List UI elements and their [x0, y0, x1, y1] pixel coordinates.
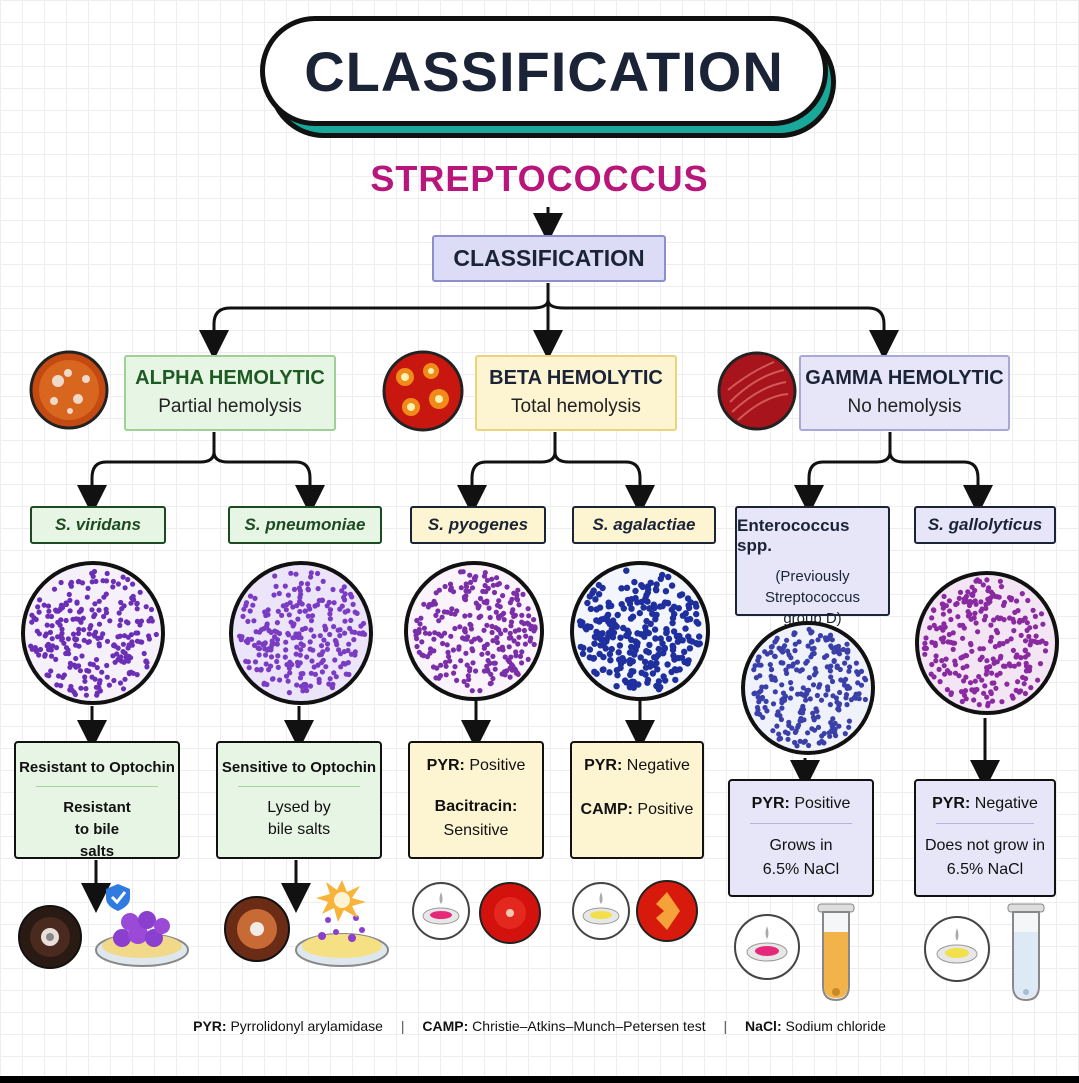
legend-abbr: NaCl: — [745, 1018, 782, 1034]
pyr-test-positive-icon — [412, 882, 470, 940]
separator — [36, 786, 158, 787]
optochin-zone-plate-icon — [224, 896, 290, 962]
legend-abbr: CAMP: — [422, 1018, 469, 1034]
category-gamma-hemolytic: GAMMA HEMOLYTIC No hemolysis — [799, 355, 1010, 431]
test-value: Negative — [974, 795, 1038, 812]
species-name: Enterococcus spp. — [737, 516, 850, 555]
micro-s-gallolyticus — [915, 571, 1059, 715]
nacl-tube-no-growth-icon — [1007, 903, 1045, 1002]
test-key: Bacitracin: — [434, 798, 518, 815]
petri-dish-lysed-icon — [295, 880, 389, 967]
category-name: BETA HEMOLYTIC — [489, 367, 663, 389]
optochin-disc-plate-icon — [18, 905, 82, 969]
test-box-s-pyogenes: PYR: Positive Bacitracin: Sensitive — [408, 741, 544, 859]
micro-s-pyogenes — [404, 561, 544, 701]
category-description: No hemolysis — [847, 396, 962, 417]
test-box-s-gallolyticus: PYR: Negative Does not grow in 6.5% NaCl — [914, 779, 1056, 897]
legend-abbr: PYR: — [193, 1018, 227, 1034]
legend-text: Pyrrolidonyl arylamidase — [230, 1018, 383, 1034]
separator — [238, 786, 360, 787]
bacitracin-plate-icon — [479, 882, 541, 944]
category-name: ALPHA HEMOLYTIC — [135, 367, 325, 389]
test-box-s-agalactiae: PYR: Negative CAMP: Positive — [570, 741, 704, 859]
test-box-s-pneumoniae: Sensitive to Optochin Lysed by bile salt… — [216, 741, 382, 859]
test-line1: Resistant to Optochin — [19, 759, 175, 776]
test-line1: Sensitive to Optochin — [221, 759, 377, 776]
test-box-enterococcus: PYR: Positive Grows in 6.5% NaCl — [728, 779, 874, 897]
test-line2: Resistant to bile salts — [63, 799, 131, 860]
alpha-agar-plate-icon — [29, 350, 109, 430]
pyr-test-negative-icon — [572, 882, 630, 940]
legend-text: Christie–Atkins–Munch–Petersen test — [472, 1018, 706, 1034]
micro-enterococcus — [741, 621, 875, 755]
category-beta-hemolytic: BETA HEMOLYTIC Total hemolysis — [475, 355, 677, 431]
gamma-agar-plate-icon — [717, 351, 797, 431]
micro-s-viridans — [21, 561, 165, 705]
classification-node: CLASSIFICATION — [432, 235, 666, 282]
page-title: CLASSIFICATION — [304, 39, 784, 103]
micro-s-pneumoniae — [229, 561, 373, 705]
category-description: Partial hemolysis — [158, 396, 302, 417]
test-value: Sensitive — [443, 822, 509, 839]
test-value: Positive — [794, 795, 851, 812]
test-key: PYR: — [932, 795, 971, 812]
species-enterococcus: Enterococcus spp. (Previously Streptococ… — [735, 506, 890, 627]
title-banner: CLASSIFICATION — [260, 16, 828, 126]
test-line2: Grows in 6.5% NaCl — [762, 837, 840, 878]
test-key: PYR: — [584, 757, 623, 774]
test-key: PYR: — [426, 757, 465, 774]
test-line2: Lysed by bile salts — [267, 799, 331, 838]
abbreviation-legend: PYR: Pyrrolidonyl arylamidase | CAMP: Ch… — [0, 1018, 1079, 1034]
pyr-test-negative-icon-2 — [924, 916, 990, 982]
test-key: CAMP: — [580, 801, 633, 818]
pyr-test-positive-icon-2 — [734, 914, 800, 980]
camp-test-plate-icon — [636, 880, 698, 942]
test-key: PYR: — [751, 795, 790, 812]
test-value: Positive — [637, 801, 694, 818]
nacl-tube-growth-icon — [817, 903, 855, 1002]
legend-text: Sodium chloride — [785, 1018, 886, 1034]
species-s-viridans: S. viridans — [30, 506, 166, 544]
subject-heading: STREPTOCOCCUS — [370, 158, 709, 199]
species-s-agalactiae: S. agalactiae — [572, 506, 716, 544]
petri-dish-resistant-icon — [95, 884, 189, 967]
category-alpha-hemolytic: ALPHA HEMOLYTIC Partial hemolysis — [124, 355, 336, 431]
test-box-s-viridans: Resistant to Optochin Resistant to bile … — [14, 741, 180, 860]
beta-agar-plate-icon — [382, 350, 464, 432]
category-description: Total hemolysis — [511, 396, 641, 417]
category-name: GAMMA HEMOLYTIC — [805, 367, 1004, 389]
separator — [936, 823, 1034, 824]
species-s-pyogenes: S. pyogenes — [410, 506, 546, 544]
legend-separator: | — [723, 1018, 728, 1034]
micro-s-agalactiae — [570, 561, 710, 701]
legend-separator: | — [400, 1018, 405, 1034]
separator — [750, 823, 852, 824]
species-s-pneumoniae: S. pneumoniae — [228, 506, 382, 544]
test-line2: Does not grow in 6.5% NaCl — [924, 837, 1046, 878]
test-value: Negative — [626, 757, 690, 774]
test-value: Positive — [469, 757, 526, 774]
bottom-border — [0, 1076, 1079, 1083]
species-s-gallolyticus: S. gallolyticus — [914, 506, 1056, 544]
